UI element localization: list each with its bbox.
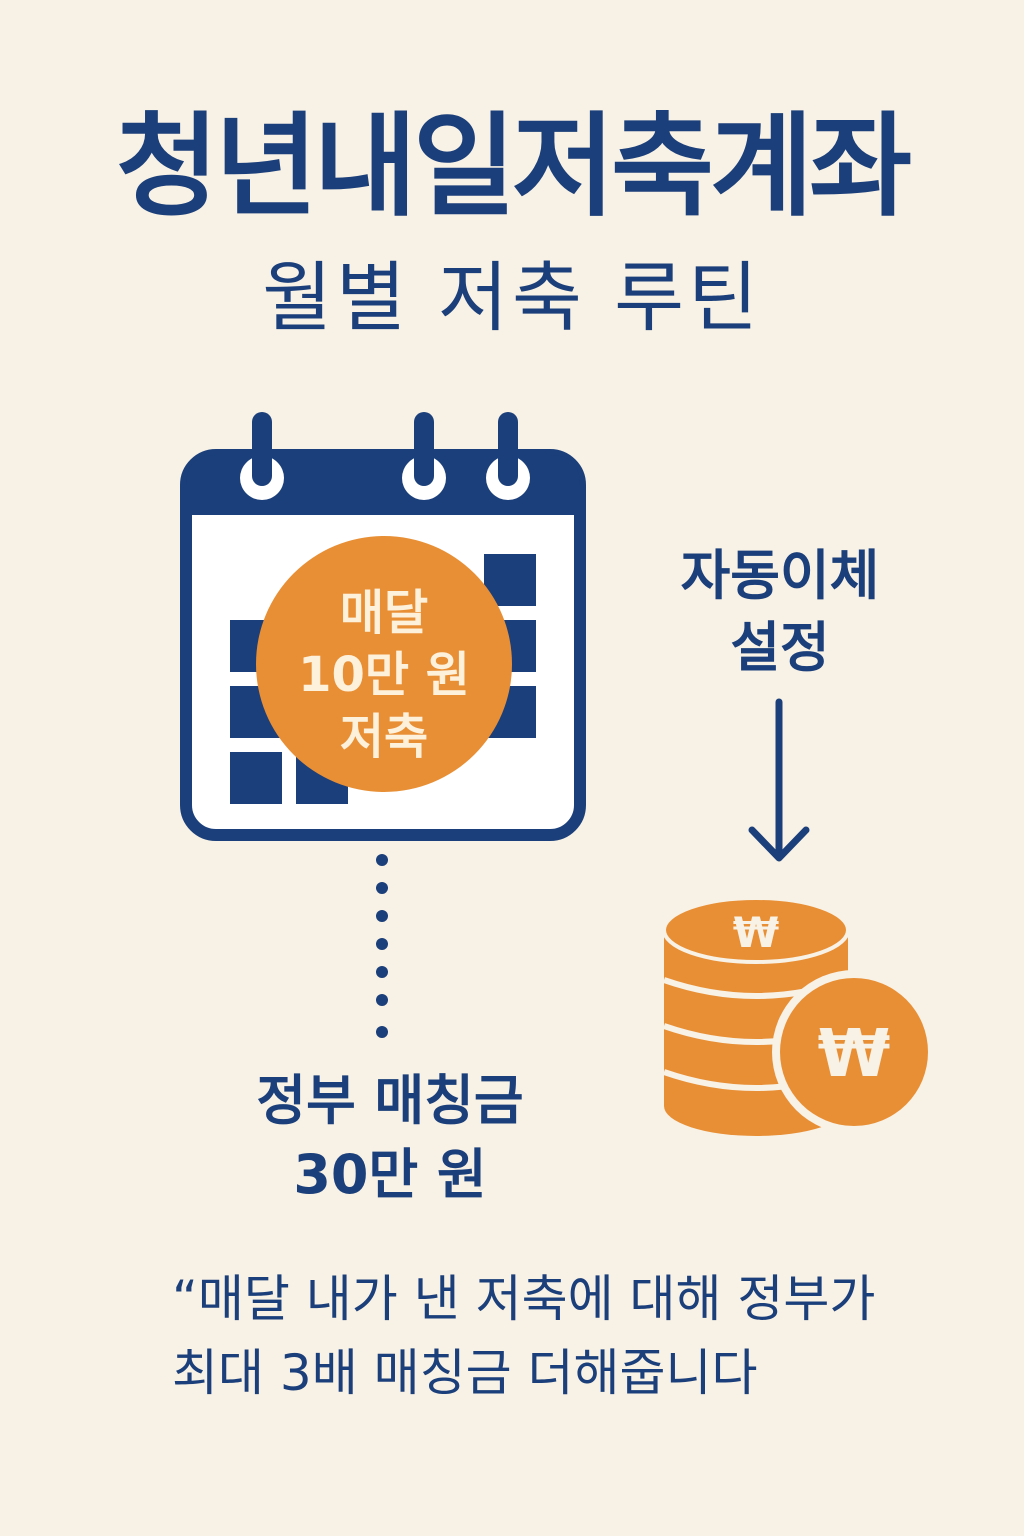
badge-line-2: 10만 원 [298,647,470,703]
matching-line-1: 정부 매칭금 [256,1069,524,1132]
matching-line-2: 30만 원 [293,1143,487,1206]
coin-top-won-symbol: ₩ [733,908,779,957]
auto-transfer-line-2: 설정 [730,616,830,679]
page-subtitle: 월별 저축 루틴 [262,253,762,342]
auto-transfer-line-1: 자동이체 [680,544,880,607]
badge-line-1: 매달 [339,585,429,641]
arrow-down-icon [748,698,810,862]
savings-badge-text: 매달 10만 원 저축 [258,582,510,768]
quote-text: “매달 내가 낸 저축에 대해 정부가 최대 3배 매칭금 더해줍니다 [172,1262,1002,1410]
savings-badge [256,536,512,792]
badge-line-3: 저축 [339,709,429,765]
page-title: 청년내일저축계좌 [115,102,912,232]
dotted-connector [376,854,388,1038]
quote-line-2: 최대 3배 매칭금 더해줍니다 [172,1344,758,1402]
auto-transfer-label: 자동이체 설정 [640,540,920,684]
matching-label: 정부 매칭금 30만 원 [210,1064,570,1212]
coin-won-symbol: ₩ [818,1015,891,1092]
quote-line-1: “매달 내가 낸 저축에 대해 정부가 [172,1270,876,1328]
coin-icon [772,970,936,1134]
